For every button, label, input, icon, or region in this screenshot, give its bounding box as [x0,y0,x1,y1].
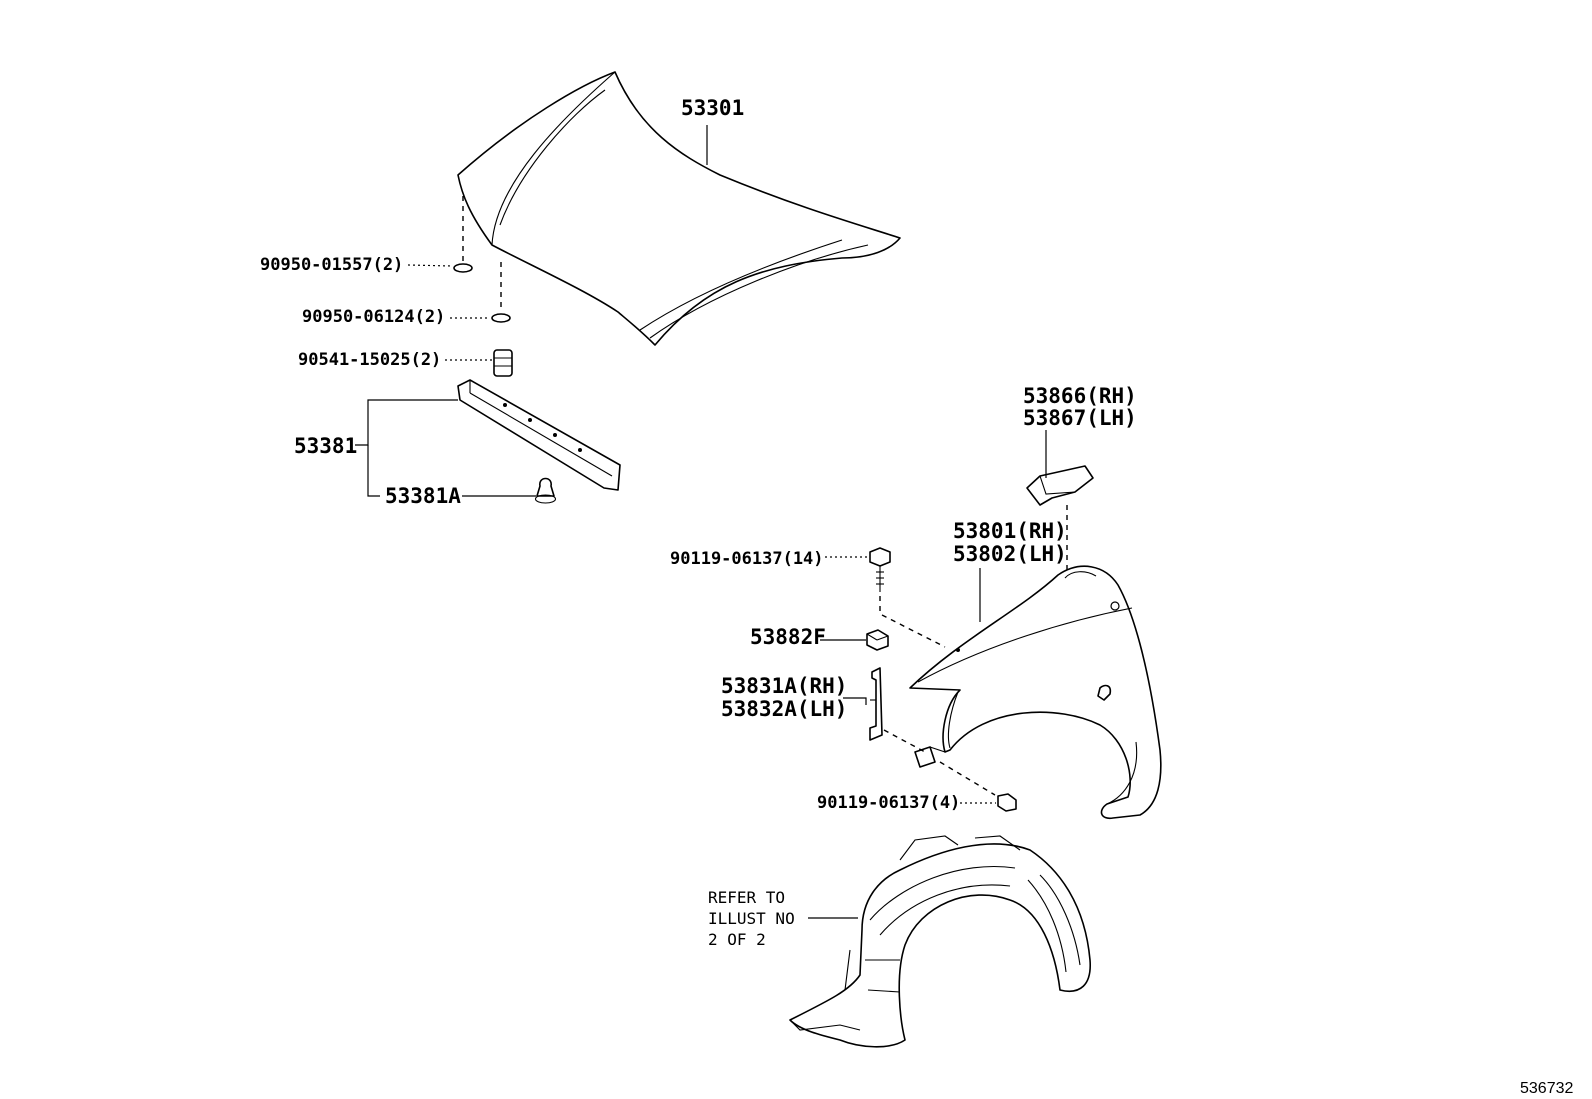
seal-clip [534,477,557,504]
callout-cushion-b: 90950-06124(2) [302,307,445,327]
callout-seal: 53381 [294,434,357,458]
front-fender [909,565,1162,820]
nut [866,629,889,651]
hood-seal [457,379,621,491]
callout-bracket-rh: 53831A(RH) [721,674,847,698]
fender-lower-bracket [914,746,946,768]
note-line-2: ILLUST NO [708,909,795,928]
callout-hood: 53301 [681,96,744,120]
bolt-lower [939,761,1017,812]
fender-bracket [869,667,926,753]
callout-cushion-a: 90950-01557(2) [260,255,403,275]
callout-fender-cover-rh: 53866(RH) [1023,384,1137,408]
callout-fender-lh: 53802(LH) [953,542,1067,566]
callout-bolt-upper: 90119-06137(14) [670,549,824,569]
note-line-3: 2 OF 2 [708,930,766,949]
bolt-upper [869,547,946,648]
callout-bolt-lower: 90119-06137(4) [817,793,960,813]
fender-cover [1026,465,1094,575]
callout-cushion-c: 90541-15025(2) [298,350,441,370]
callout-fender-rh: 53801(RH) [953,519,1067,543]
cushion-a [453,196,473,273]
cushion-b [491,262,511,323]
callout-fender-cover-lh: 53867(LH) [1023,406,1137,430]
callout-seal-clip: 53381A [385,484,461,508]
hood-panel [457,71,901,346]
cushion-c [493,349,513,377]
leader-lines [355,125,1047,919]
callout-bracket-lh: 53832A(LH) [721,697,847,721]
callout-nut: 53882F [750,625,826,649]
illustration-id: 536732 [1520,1080,1573,1097]
note-line-1: REFER TO [708,888,785,907]
fender-liner [789,835,1091,1048]
